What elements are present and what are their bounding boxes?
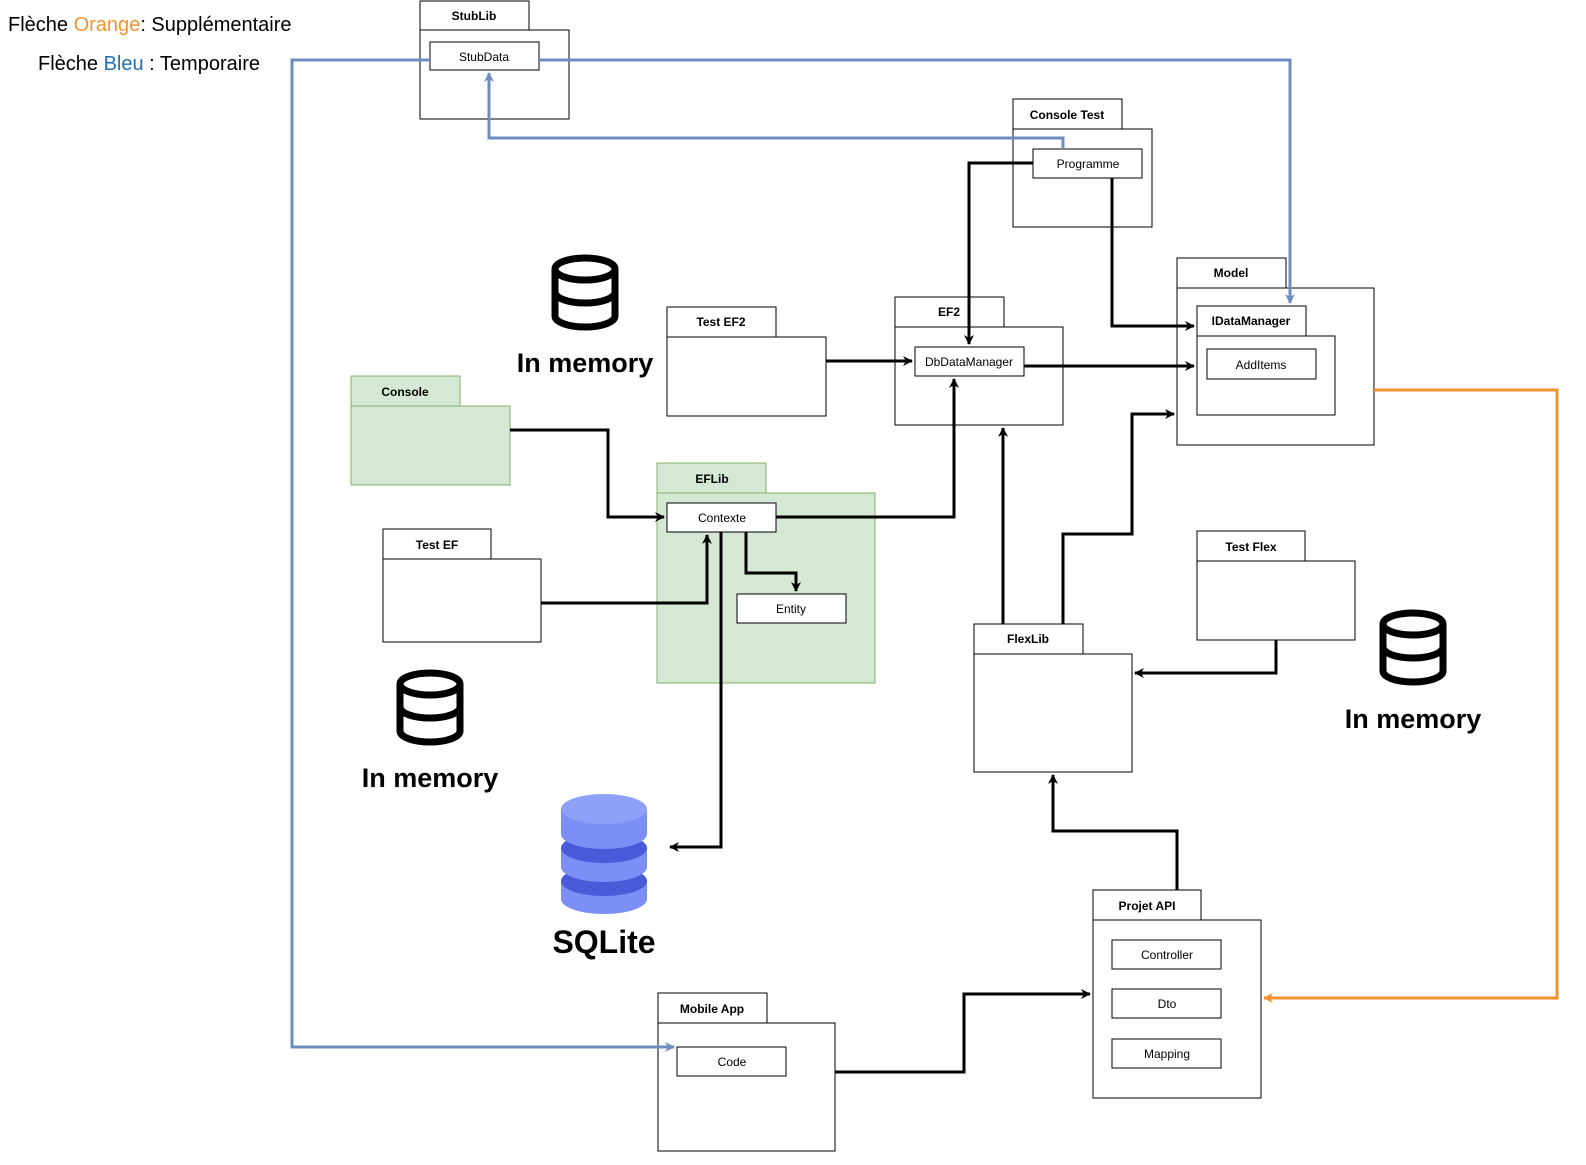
sqlite-label: SQLite [552,924,655,960]
arrow-contexte-to-dbdatamanager [776,378,959,519]
package-ef2: EF2 DbDataManager [894,296,1064,426]
arrow-programme-to-stubdata [484,72,1065,149]
controller-label: Controller [1141,948,1193,962]
legend-orange-word: Orange [73,14,141,36]
package-test-flex: Test Flex [1196,530,1356,641]
dto-box [1111,988,1222,1019]
legend-blue-prefix: Flèche [38,53,104,75]
ef2-label: EF2 [938,305,960,319]
test-ef-label: Test EF [416,538,458,552]
legend-blue: Flèche Bleu : Temporaire [38,53,260,76]
programme-label: Programme [1057,157,1120,171]
package-test-ef: Test EF [382,528,542,643]
console-test-label: Console Test [1030,108,1104,122]
dbdatamanager-box [914,346,1025,377]
arrow-console-to-contexte [510,428,665,522]
arrow-contexte-to-sqlite [669,532,723,852]
test-flex-label: Test Flex [1225,540,1276,554]
entity-label: Entity [776,602,806,616]
legend-orange-prefix: Flèche [8,14,74,36]
dto-label: Dto [1158,997,1177,1011]
arrow-model-to-projetapi [1263,388,1559,1003]
entity-box [736,593,847,624]
connectors-orange [1263,388,1559,1003]
additems-box [1206,348,1317,380]
dbdatamanager-label: DbDataManager [925,355,1013,369]
arrow-stubdata-to-code [290,58,675,1052]
arrow-contexte-to-entity [744,532,801,592]
arrow-mobileapp-to-projetapi [835,989,1091,1074]
package-idatamanager: IDataManager AddItems [1196,305,1336,416]
arrow-programme-to-dbdatamanager [964,161,1033,345]
sqlite-database-icon [561,794,647,914]
arrow-stubdata-to-idatamanager [539,58,1295,304]
stublib-label: StubLib [452,9,497,23]
connectors-black [510,161,1278,1074]
package-eflib: EFLib Contexte Entity [656,462,876,684]
legend-orange-suffix: : Supplémentaire [140,14,292,36]
arrow-programme-to-idatamanager [1110,178,1195,331]
stubdata-box [429,41,540,71]
arrow-flexlib-to-model [1061,409,1175,624]
additems-label: AddItems [1236,358,1287,372]
package-projet-api: Projet API Controller Dto Mapping [1092,889,1262,1099]
mobile-app-label: Mobile App [680,1002,744,1016]
package-stublib: StubLib StubData [419,0,570,120]
legend-blue-word: Bleu [103,53,144,75]
contexte-label: Contexte [698,511,746,525]
mapping-box [1111,1038,1222,1069]
code-box [676,1046,787,1077]
mapping-label: Mapping [1144,1047,1190,1061]
projet-api-label: Projet API [1119,899,1176,913]
package-console: Console [350,375,511,486]
code-label: Code [718,1055,747,1069]
in-memory-label-2: In memory [362,763,499,793]
package-test-ef2: Test EF2 [666,306,827,417]
console-label: Console [381,385,429,399]
database-icon [396,669,464,746]
controller-box [1111,939,1222,970]
test-ef2-label: Test EF2 [696,315,745,329]
database-icon [1379,609,1447,686]
connectors-blue [290,58,1295,1052]
in-memory-label-3: In memory [1345,704,1482,734]
package-flexlib: FlexLib [973,623,1133,773]
package-mobile-app: Mobile App Code [657,992,836,1152]
arrow-projetapi-to-flexlib [1048,774,1179,890]
model-label: Model [1214,266,1249,280]
arrow-testef-to-contexte [541,534,712,605]
stubdata-label: StubData [459,50,509,64]
in-memory-label-1: In memory [517,348,654,378]
idatamanager-label: IDataManager [1212,314,1291,328]
eflib-label: EFLib [695,472,728,486]
legend-orange: Flèche Orange: Supplémentaire [8,14,292,37]
legend-blue-suffix: : Temporaire [143,53,260,75]
database-icon [551,254,619,331]
programme-box [1032,148,1143,179]
package-console-test: Console Test Programme [1012,98,1153,228]
arrow-testflex-to-flexlib [1134,640,1278,678]
flexlib-label: FlexLib [1007,632,1049,646]
package-model: Model IDataManager AddItems [1176,257,1375,446]
